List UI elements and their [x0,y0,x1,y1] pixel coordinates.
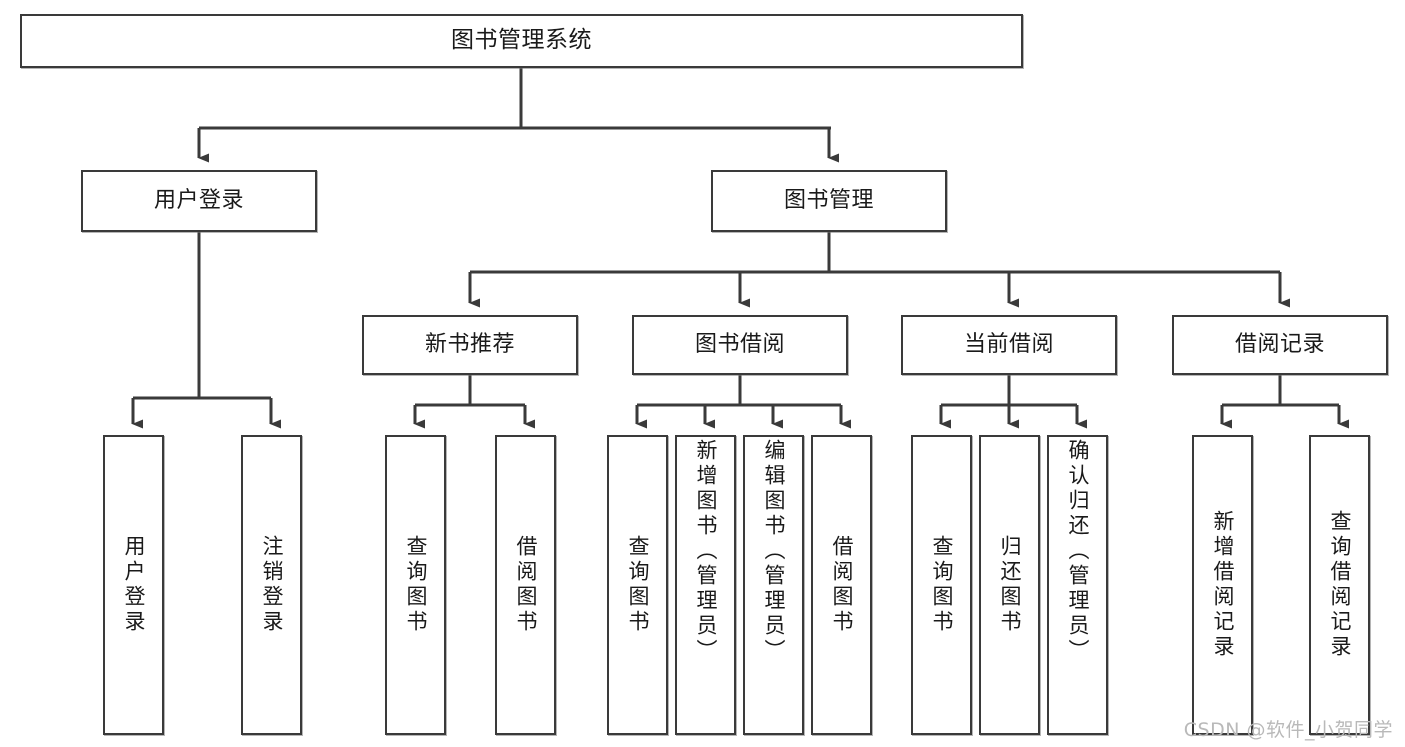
leaf-borrow-book[interactable]: 借阅图书 [811,435,872,735]
node-label: 新书推荐 [424,331,515,357]
leaf-query-book-current[interactable]: 查询图书 [911,435,972,735]
node-current-borrow[interactable]: 当前借阅 [901,315,1117,375]
node-book-borrow[interactable]: 图书借阅 [632,315,848,375]
node-book-management[interactable]: 图书管理 [711,170,947,232]
leaf-add-borrow-record[interactable]: 新增借阅记录 [1192,435,1253,735]
node-label: 图书管理系统 [451,27,592,54]
node-label: 新增借阅记录 [1211,510,1235,660]
leaf-confirm-return-admin[interactable]: 确认归还（管理员） [1047,435,1108,735]
leaf-return-book[interactable]: 归还图书 [979,435,1040,735]
node-label: 图书借阅 [694,331,785,357]
node-label: 编辑图书（管理员） [762,439,786,664]
node-new-book-recommend[interactable]: 新书推荐 [362,315,578,375]
node-borrow-record[interactable]: 借阅记录 [1172,315,1388,375]
node-label: 用户登录 [122,535,146,635]
leaf-borrow-book-recommend[interactable]: 借阅图书 [495,435,556,735]
node-label: 查询图书 [626,535,650,635]
leaf-user-login[interactable]: 用户登录 [103,435,164,735]
node-label: 图书管理 [783,187,874,213]
node-label: 借阅图书 [830,535,854,635]
node-label: 注销登录 [260,535,284,635]
leaf-query-book-recommend[interactable]: 查询图书 [385,435,446,735]
node-label: 新增图书（管理员） [694,439,718,664]
node-user-login[interactable]: 用户登录 [81,170,317,232]
node-label: 归还图书 [998,535,1022,635]
leaf-query-borrow-record[interactable]: 查询借阅记录 [1309,435,1370,735]
csdn-watermark: CSDN @软件_小贺同学 [1183,719,1393,741]
leaf-logout[interactable]: 注销登录 [241,435,302,735]
node-label: 借阅记录 [1234,331,1325,357]
node-label: 当前借阅 [963,331,1054,357]
node-label: 借阅图书 [514,535,538,635]
node-label: 查询图书 [404,535,428,635]
leaf-add-book-admin[interactable]: 新增图书（管理员） [675,435,736,735]
node-root-system[interactable]: 图书管理系统 [20,14,1023,68]
node-label: 用户登录 [153,187,244,213]
node-label: 确认归还（管理员） [1066,439,1090,664]
leaf-query-book-borrow[interactable]: 查询图书 [607,435,668,735]
node-label: 查询图书 [930,535,954,635]
leaf-edit-book-admin[interactable]: 编辑图书（管理员） [743,435,804,735]
node-label: 查询借阅记录 [1328,510,1352,660]
